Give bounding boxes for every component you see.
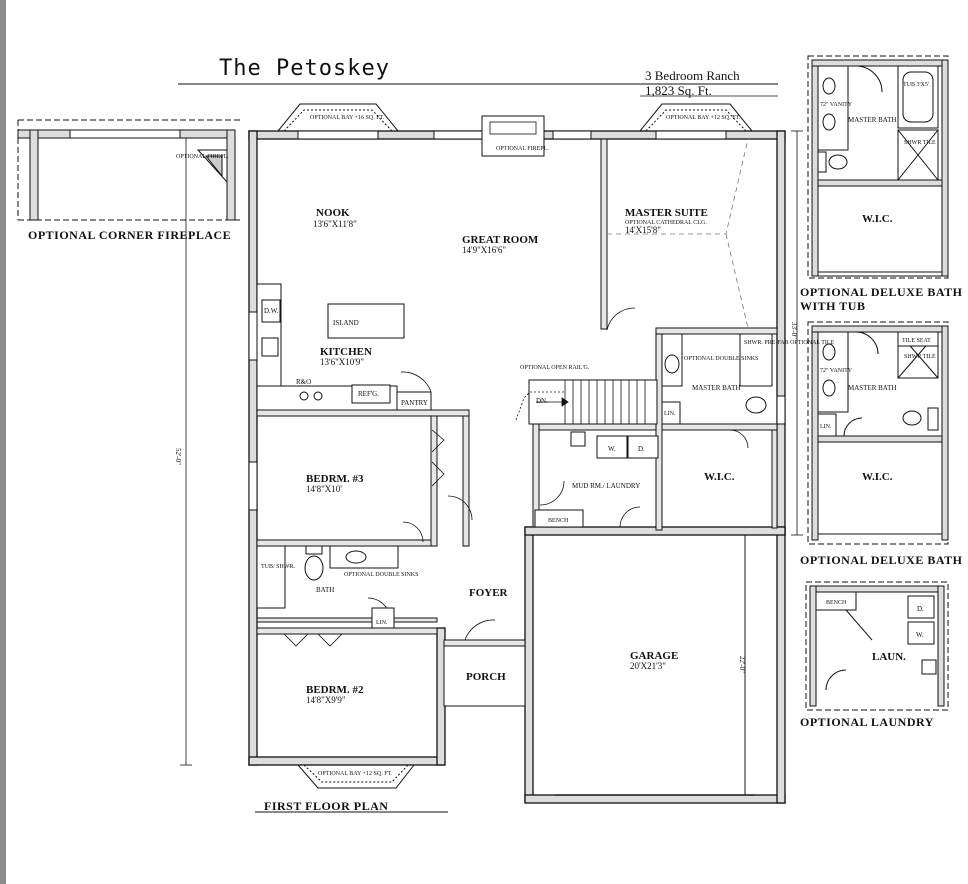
kitchen-fixtures bbox=[256, 283, 432, 411]
room-master-suite-note: OPTIONAL CATHEDRAL CLG. bbox=[625, 220, 707, 226]
doors bbox=[283, 307, 749, 647]
inset2-master-bath-label: MASTER BATH bbox=[848, 384, 896, 392]
interior-walls bbox=[256, 138, 778, 707]
fridge-label: REF'G. bbox=[358, 390, 379, 398]
inset3-bench-label: BENCH bbox=[826, 600, 847, 606]
deluxe-bath-tub-inset bbox=[807, 55, 949, 279]
deluxe-bath-tub-caption-line1: OPTIONAL DELUXE BATH bbox=[800, 285, 963, 299]
square-footage-label: 1,823 Sq. Ft. bbox=[645, 83, 712, 98]
bay-label-nook: OPTIONAL BAY +16 SQ. FT. bbox=[310, 115, 385, 121]
dishwasher-label: D.W. bbox=[264, 307, 279, 315]
room-nook-dims: 13'6"X11'8" bbox=[313, 219, 357, 229]
first-floor-plan-caption: FIRST FLOOR PLAN bbox=[264, 799, 389, 813]
room-porch-name: PORCH bbox=[466, 671, 506, 683]
bedroom-count-label: 3 Bedroom Ranch bbox=[645, 68, 740, 83]
corner-fireplace-caption: OPTIONAL CORNER FIREPLACE bbox=[28, 228, 232, 242]
range-label: R&O bbox=[296, 378, 311, 386]
inset2-shower-label: SHWR TILE bbox=[904, 354, 936, 360]
room-wic-name: W.I.C. bbox=[704, 471, 735, 483]
room-nook-name: NOOK bbox=[316, 207, 350, 219]
dimension-52: 52'-0" bbox=[174, 448, 182, 465]
dryer-label: D. bbox=[638, 445, 645, 453]
room-garage-name: GARAGE bbox=[630, 650, 678, 662]
bay-label-master: OPTIONAL BAY +12 SQ. FT. bbox=[666, 115, 741, 121]
bath-sinks-label: OPTIONAL DOUBLE SINKS bbox=[344, 572, 418, 578]
room-bedroom2-dims: 14'8"X9'9" bbox=[306, 695, 346, 705]
dimension-22: 22'-0" bbox=[738, 656, 746, 673]
laundry-inset bbox=[805, 581, 949, 711]
inset3-dryer-label: D. bbox=[917, 605, 924, 613]
plan-labels: OPTIONAL BAY +16 SQ. FT. OPTIONAL BAY +1… bbox=[174, 82, 936, 777]
corner-fireplace-inset bbox=[17, 119, 240, 221]
room-bedroom3-dims: 14'8"X10' bbox=[306, 484, 342, 494]
room-master-bath-name: MASTER BATH bbox=[692, 384, 740, 392]
stairs bbox=[515, 380, 646, 424]
room-kitchen-name: KITCHEN bbox=[320, 346, 372, 358]
page-edge bbox=[0, 0, 6, 884]
dimension-lines bbox=[180, 130, 803, 795]
inset1-wic-label: W.I.C. bbox=[862, 213, 893, 225]
inset1-tub-label: TUB 3'X5' bbox=[903, 82, 929, 88]
cathedral-ceiling-lines bbox=[607, 138, 749, 329]
inset3-washer-label: W. bbox=[916, 631, 924, 639]
room-garage-dims: 20'X21'3" bbox=[630, 661, 666, 671]
island-label: ISLAND bbox=[333, 319, 359, 327]
open-rail-label: OPTIONAL OPEN RAIL'G. bbox=[520, 365, 590, 371]
room-mudroom-name: MUD RM./ LAUNDRY bbox=[572, 482, 640, 490]
master-linen-label: LIN. bbox=[664, 411, 676, 417]
inset2-linen-label: LIN. bbox=[820, 424, 832, 430]
bay-label-bed2: OPTIONAL BAY +12 SQ. FT. bbox=[318, 771, 393, 777]
deluxe-bath-inset bbox=[807, 321, 949, 545]
bath-linen-label: LIN. bbox=[376, 620, 388, 626]
inset1-vanity-label: 72" VANITY bbox=[820, 102, 853, 108]
room-foyer-name: FOYER bbox=[469, 587, 509, 599]
inset2-tile-seat-label: TILE SEAT bbox=[902, 338, 931, 344]
room-bath-name: BATH bbox=[316, 586, 334, 594]
washer-label: W. bbox=[608, 445, 616, 453]
inset3-laundry-label: LAUN. bbox=[872, 651, 906, 663]
room-bedroom2-name: BEDRM. #2 bbox=[306, 684, 364, 696]
master-shower-label: SHWR. PRE-FAB OPTIONAL TILE bbox=[744, 340, 835, 346]
room-bedroom3-name: BEDRM. #3 bbox=[306, 473, 364, 485]
dimension-33: 33'-0" bbox=[790, 322, 798, 339]
inset2-vanity-label: 72" VANITY bbox=[820, 368, 853, 374]
master-sinks-label: OPTIONAL DOUBLE SINKS bbox=[684, 356, 758, 362]
optional-bays bbox=[277, 103, 753, 789]
plan-title: The Petoskey bbox=[219, 56, 390, 81]
room-great-room-name: GREAT ROOM bbox=[462, 234, 539, 246]
stair-down-label: DN. bbox=[536, 397, 548, 405]
pantry-label: PANTRY bbox=[401, 399, 428, 407]
inset1-shower-label: SHWR TILE bbox=[904, 140, 936, 146]
room-master-suite-name: MASTER SUITE bbox=[625, 207, 708, 219]
inset1-master-bath-label: MASTER BATH bbox=[848, 116, 896, 124]
optional-laundry-caption: OPTIONAL LAUNDRY bbox=[800, 715, 934, 729]
tub-shower-label: TUB/ SHWR. bbox=[261, 564, 296, 570]
inset2-wic-label: W.I.C. bbox=[862, 471, 893, 483]
bath-fixtures bbox=[256, 333, 773, 629]
deluxe-bath-caption: OPTIONAL DELUXE BATH bbox=[800, 553, 963, 567]
corner-fireplace-label: OPTIONAL FIREPL. bbox=[176, 154, 229, 160]
deluxe-bath-tub-caption-line2: WITH TUB bbox=[800, 299, 866, 313]
room-kitchen-dims: 13'6"X10'9" bbox=[320, 357, 364, 367]
bench-label: BENCH bbox=[548, 518, 569, 524]
room-great-room-dims: 14'9"X16'6" bbox=[462, 245, 506, 255]
fireplace-label: OPTIONAL FIREPL. bbox=[496, 146, 549, 152]
room-master-suite-dims: 14'X15'8" bbox=[625, 225, 661, 235]
